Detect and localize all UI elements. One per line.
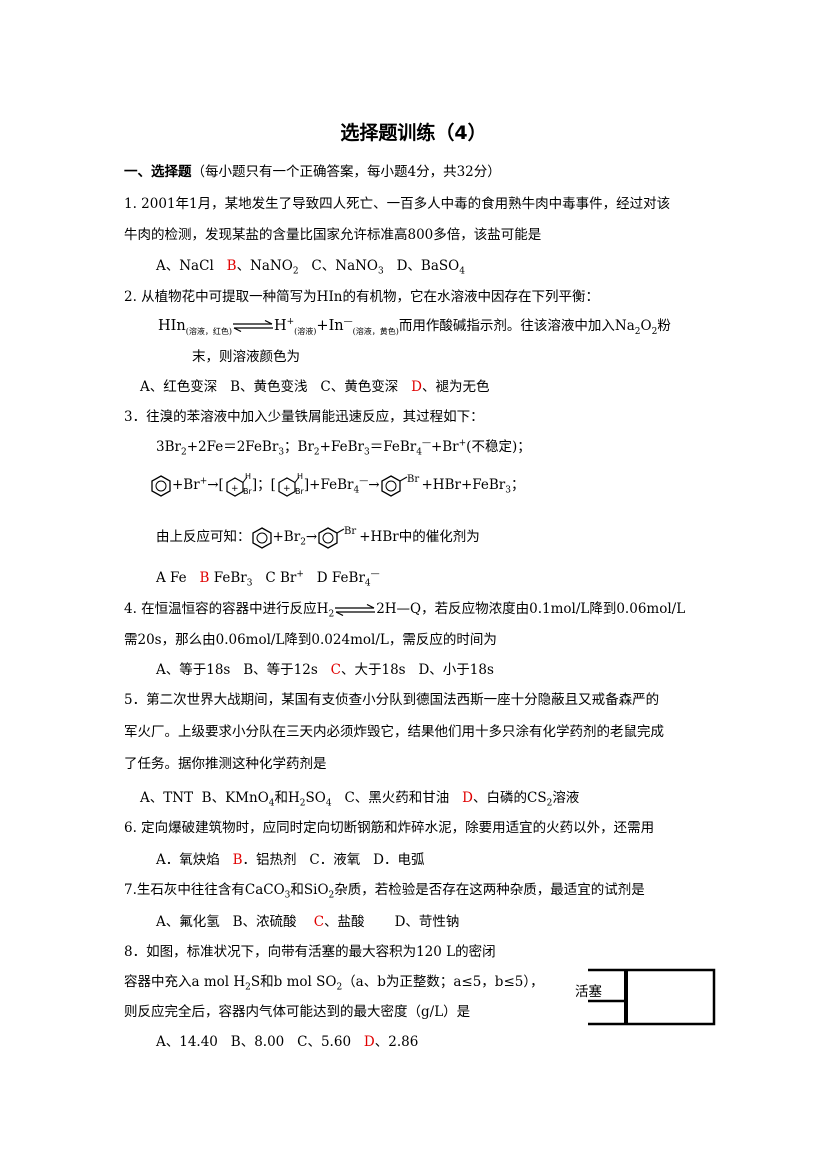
svg-text:Br: Br — [344, 526, 356, 537]
q5-answer-marker: D — [462, 790, 473, 806]
q3-options: A Fe B FeBr3 C Br+ D FeBr4— — [156, 568, 380, 588]
q4-option-a: A、等于18s — [156, 662, 231, 678]
q1-option-b: 、NaNO2 — [236, 258, 299, 277]
q2-equilibrium: HIn(溶液，红色)H+(溶液)+In—(溶液，黄色)而用作酸碱指示剂。往该溶液… — [158, 317, 671, 337]
q8-options: A、14.40 B、8.00 C、5.60 D、2.86 — [156, 1032, 418, 1052]
q5-text-line2: 军火厂。上级要求小分队在三天内必须炸毁它，结果他们用十多只涂有化学药剂的老鼠完成 — [124, 724, 664, 740]
bromobenzene-icon-2: Br — [318, 526, 357, 549]
q4-answer-marker: C — [330, 662, 341, 678]
q5-text-line1: 5．第二次世界大战期间，某国有支侦查小分队到德国法西斯一座十分隐蔽且又戒备森严的 — [124, 692, 660, 708]
q5-text-line3: 了任务。据你推测这种化学药剂是 — [124, 756, 327, 772]
piston-container-diagram — [588, 968, 716, 1026]
q1-text-line2: 牛肉的检测，发现某盐的含量比国家允许标准高800多倍，该盐可能是 — [124, 227, 542, 243]
q2-option-b: B、黄色变浅 — [230, 379, 308, 395]
benzene-ring-icon — [151, 474, 171, 497]
q7-options: A、氟化氢 B、浓硫酸 C、盐酸 D、苛性钠 — [156, 912, 459, 932]
section-title: 一、选择题 — [124, 164, 192, 180]
q3-option-a: A Fe — [156, 570, 187, 586]
q6-option-d: D．电弧 — [373, 852, 425, 868]
arenium-ion-icon-2: + H Br — [278, 472, 304, 497]
bromobenzene-icon: Br — [380, 474, 419, 497]
benzene-ring-icon-2 — [251, 526, 272, 549]
q2-option-d: 、褪为无色 — [421, 379, 490, 395]
q6-option-b: ．铝热剂 — [242, 852, 297, 868]
q6-option-c: C．液氧 — [309, 852, 361, 868]
q8-text-line3: 则反应完全后，容器内气体可能达到的最大密度（g/L）是 — [124, 1004, 471, 1020]
q2-options: A、红色变深 B、黄色变浅 C、黄色变深 D、褪为无色 — [140, 377, 489, 397]
q6-option-a: A．氧炔焰 — [156, 852, 220, 868]
q8-option-b: B、8.00 — [230, 1034, 285, 1050]
q7-option-a: A、氟化氢 — [156, 914, 220, 930]
q4-text-line2: 需20s，那么由0.06mol/L降到0.024mol/L，需反应的时间为 — [124, 632, 497, 648]
section-note: （每小题只有一个正确答案，每小题4分，共32分） — [191, 164, 501, 180]
q7-option-d: D、苛性钠 — [394, 914, 460, 930]
arenium-ion-icon: + H Br — [226, 472, 252, 497]
piston-label: 活塞 — [575, 984, 602, 1000]
q6-text-line1: 6. 定向爆破建筑物时，应同时定向切断钢筋和炸碎水泥，除要用适宜的火药以外，还需… — [124, 820, 655, 836]
q2-option-c: C、黄色变深 — [320, 379, 399, 395]
q6-answer-marker: B — [232, 852, 243, 868]
q3-option-d: D FeBr4— — [316, 569, 380, 589]
q2-text-line1: 2. 从植物花中可提取一种简写为HIn的有机物，它在水溶液中因存在下列平衡： — [124, 289, 599, 305]
q5-option-a: A、TNT — [140, 790, 194, 806]
page-title: 选择题训练（4） — [340, 122, 487, 144]
q3-option-b: FeBr3 — [213, 570, 253, 589]
q1-text-line1: 1. 2001年1月，某地发生了导致四人死亡、一百多人中毒的食用熟牛肉中毒事件，… — [124, 196, 671, 212]
q8-text-line1: 8．如图，标准状况下，向带有活塞的最大容积为120 L的密闭 — [124, 944, 496, 960]
q8-answer-marker: D — [363, 1034, 375, 1050]
section-heading: 一、选择题（每小题只有一个正确答案，每小题4分，共32分） — [124, 162, 501, 182]
q8-option-d: 、2.86 — [374, 1034, 419, 1050]
q4-option-c: 、大于18s — [340, 662, 406, 678]
q3-conclusion: 由上反应可知：+Br2→Br+HBr中的催化剂为 — [156, 525, 480, 549]
q1-option-c: C、NaNO3 — [311, 258, 384, 277]
equilibrium-arrow-icon-2 — [335, 603, 376, 616]
equilibrium-arrow-icon — [232, 320, 273, 332]
q3-option-c: C Br+ — [265, 569, 304, 586]
q2-text-line3: 末，则溶液颜色为 — [192, 349, 300, 365]
q4-option-b: B、等于12s — [243, 662, 318, 678]
svg-text:H: H — [245, 472, 251, 481]
q3-reaction-1: 3Br2+2Fe＝2FeBr3；Br2+FeBr3＝FeBr4—+Br+(不稳定… — [156, 438, 531, 458]
q4-option-d: D、小于18s — [418, 662, 494, 678]
q6-options: A．氧炔焰 B．铝热剂 C．液氧 D．电弧 — [156, 850, 424, 870]
q2-option-a: A、红色变深 — [140, 379, 218, 395]
q7-answer-marker: C — [313, 914, 325, 930]
q8-option-a: A、14.40 — [156, 1034, 218, 1050]
q5-option-b: B、KMnO4和H2SO4 — [201, 790, 332, 809]
q3-text-line1: 3．往溴的苯溶液中加入少量铁屑能迅速反应，其过程如下： — [124, 409, 484, 425]
q8-option-c: C、5.60 — [297, 1034, 352, 1050]
q1-answer-marker: B — [226, 258, 237, 274]
q1-option-a: A、NaCl — [156, 258, 214, 274]
q7-option-b: B、浓硫酸 — [232, 914, 297, 930]
svg-text:Br: Br — [407, 474, 419, 485]
q5-option-c: C、黑火药和甘油 — [344, 790, 450, 806]
q7-option-c: 、盐酸 — [324, 914, 365, 930]
q1-option-d: D、BaSO4 — [396, 258, 465, 277]
svg-text:H: H — [297, 472, 303, 481]
q1-options: A、NaCl B、NaNO2 C、NaNO3 D、BaSO4 — [156, 256, 465, 276]
q7-text-line1: 7.生石灰中往往含有CaCO3和SiO2杂质，若检验是否存在这两种杂质，最适宜的… — [124, 882, 645, 901]
q2-answer-marker: D — [411, 379, 422, 395]
q5-option-d: 、白磷的CS2溶液 — [473, 790, 580, 809]
svg-text:Br: Br — [295, 487, 304, 496]
svg-text:+: + — [283, 484, 291, 494]
svg-text:Br: Br — [243, 487, 252, 496]
svg-text:+: + — [231, 484, 239, 494]
q8-text-line2: 容器中充入a mol H2S和b mol SO2（a、b为正整数；a≤5，b≤5… — [124, 974, 544, 993]
q3-answer-marker: B — [199, 570, 210, 586]
q4-options: A、等于18s B、等于12s C、大于18s D、小于18s — [156, 660, 494, 680]
q5-options: A、TNT B、KMnO4和H2SO4 C、黑火药和甘油 D、白磷的CS2溶液 — [140, 788, 579, 808]
